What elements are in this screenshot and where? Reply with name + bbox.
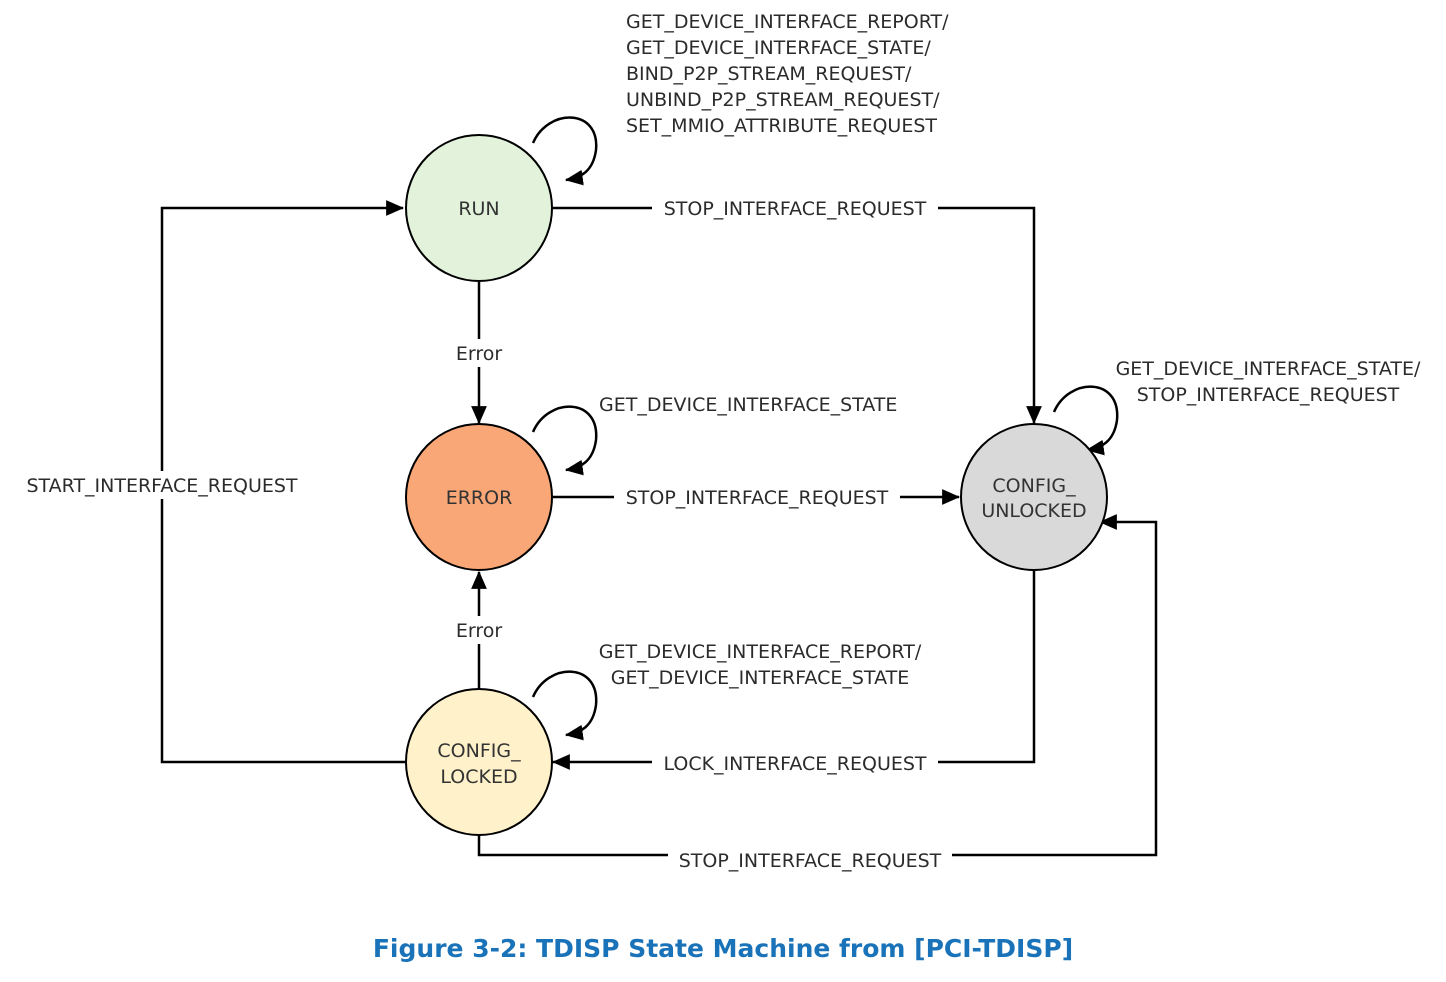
self-loop-locked <box>531 670 598 741</box>
state-run <box>405 134 553 282</box>
self-loop-unlocked <box>1052 385 1119 456</box>
edge-run-to-unlocked <box>551 206 1042 425</box>
label-bg-run-to-unlocked <box>652 194 938 222</box>
label-error-self: GET_DEVICE_INTERFACE_STATE <box>599 394 897 416</box>
self-loop-error <box>531 405 598 476</box>
label-bg-locked-to-error <box>452 616 506 644</box>
state-config-locked-label-line1: CONFIG_ <box>437 740 521 762</box>
label-error-to-unlocked: STOP_INTERFACE_REQUEST <box>626 487 889 509</box>
label-unlocked-self-2: STOP_INTERFACE_REQUEST <box>1137 384 1400 406</box>
label-unlocked-self-1: GET_DEVICE_INTERFACE_STATE/ <box>1116 358 1421 380</box>
label-unlocked-to-locked: LOCK_INTERFACE_REQUEST <box>663 753 926 775</box>
label-run-to-error: Error <box>456 343 503 365</box>
label-locked-to-error: Error <box>456 620 503 642</box>
label-run-self-4: UNBIND_P2P_STREAM_REQUEST/ <box>626 89 940 111</box>
label-locked-self-1: GET_DEVICE_INTERFACE_REPORT/ <box>599 641 922 663</box>
label-bg-run-to-error <box>452 339 506 367</box>
label-bg-locked-to-run <box>16 471 310 499</box>
label-bg-unlocked-to-locked <box>652 748 938 776</box>
state-config-locked <box>405 688 553 836</box>
state-config-unlocked <box>960 423 1108 571</box>
figure-caption: Figure 3-2: TDISP State Machine from [PC… <box>372 934 1074 963</box>
label-run-self-2: GET_DEVICE_INTERFACE_STATE/ <box>626 37 931 59</box>
state-config-unlocked-label-line1: CONFIG_ <box>992 475 1076 497</box>
label-bg-locked-to-unlocked <box>668 841 952 869</box>
state-run-label: RUN <box>458 198 499 220</box>
state-error <box>405 423 553 571</box>
edge-unlocked-to-locked <box>551 570 1036 770</box>
state-config-unlocked-label-line2: UNLOCKED <box>981 500 1086 522</box>
label-run-self-3: BIND_P2P_STREAM_REQUEST/ <box>626 63 912 85</box>
state-config-locked-label-line2: LOCKED <box>440 766 517 788</box>
label-run-self-5: SET_MMIO_ATTRIBUTE_REQUEST <box>626 115 937 137</box>
label-locked-self-2: GET_DEVICE_INTERFACE_STATE <box>611 667 909 689</box>
self-loop-run <box>531 116 598 186</box>
label-locked-to-unlocked: STOP_INTERFACE_REQUEST <box>679 850 942 872</box>
label-run-to-unlocked: STOP_INTERFACE_REQUEST <box>664 198 927 220</box>
state-error-label: ERROR <box>446 487 513 509</box>
label-locked-to-run: START_INTERFACE_REQUEST <box>26 475 297 497</box>
edge-locked-to-unlocked <box>477 514 1158 857</box>
label-bg-error-to-unlocked <box>614 483 900 511</box>
label-run-self-1: GET_DEVICE_INTERFACE_REPORT/ <box>626 11 949 33</box>
